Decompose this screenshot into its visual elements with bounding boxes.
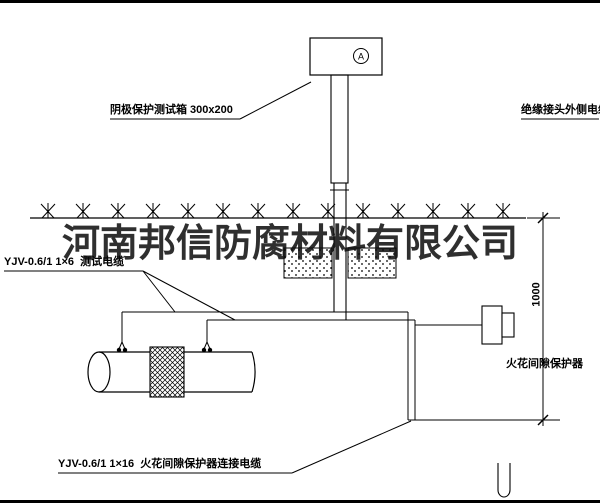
test-box-label: 阴极保护测试箱 300x200: [110, 104, 233, 116]
test-box: [309, 37, 383, 76]
meter-symbol: A: [358, 52, 364, 62]
cable-connection-right: [201, 341, 213, 353]
test-post: [330, 74, 349, 320]
test-cables: [121, 311, 482, 420]
insulating-joint: [149, 346, 185, 398]
insulated-joint-cable-label: 绝缘接头外侧电缆: [521, 104, 600, 116]
watermark-text: 河南邦信防腐材料有限公司: [62, 223, 519, 265]
pipe-riser-symbol: [497, 463, 511, 498]
connection-cable-label: YJV-0.6/1 1×16 火花间隙保护器连接电缆: [58, 458, 262, 470]
dimension-line: [408, 212, 560, 426]
meter-circle: [353, 48, 369, 64]
leader-lines: [4, 81, 599, 474]
pipe-end-cap: [87, 351, 111, 393]
foundation-block-right: [347, 247, 397, 279]
foundation-block-left: [283, 247, 333, 279]
test-cable-label: YJV-0.6/1 1×6 测试电缆: [4, 256, 125, 268]
spark-gap-label: 火花间隙保护器: [506, 358, 583, 370]
pipe: [87, 346, 256, 398]
dimension-value: 1000: [530, 282, 543, 307]
pipe-break: [251, 351, 256, 393]
spark-gap-protector-box: [481, 305, 515, 345]
cable-connection-left: [116, 341, 128, 353]
